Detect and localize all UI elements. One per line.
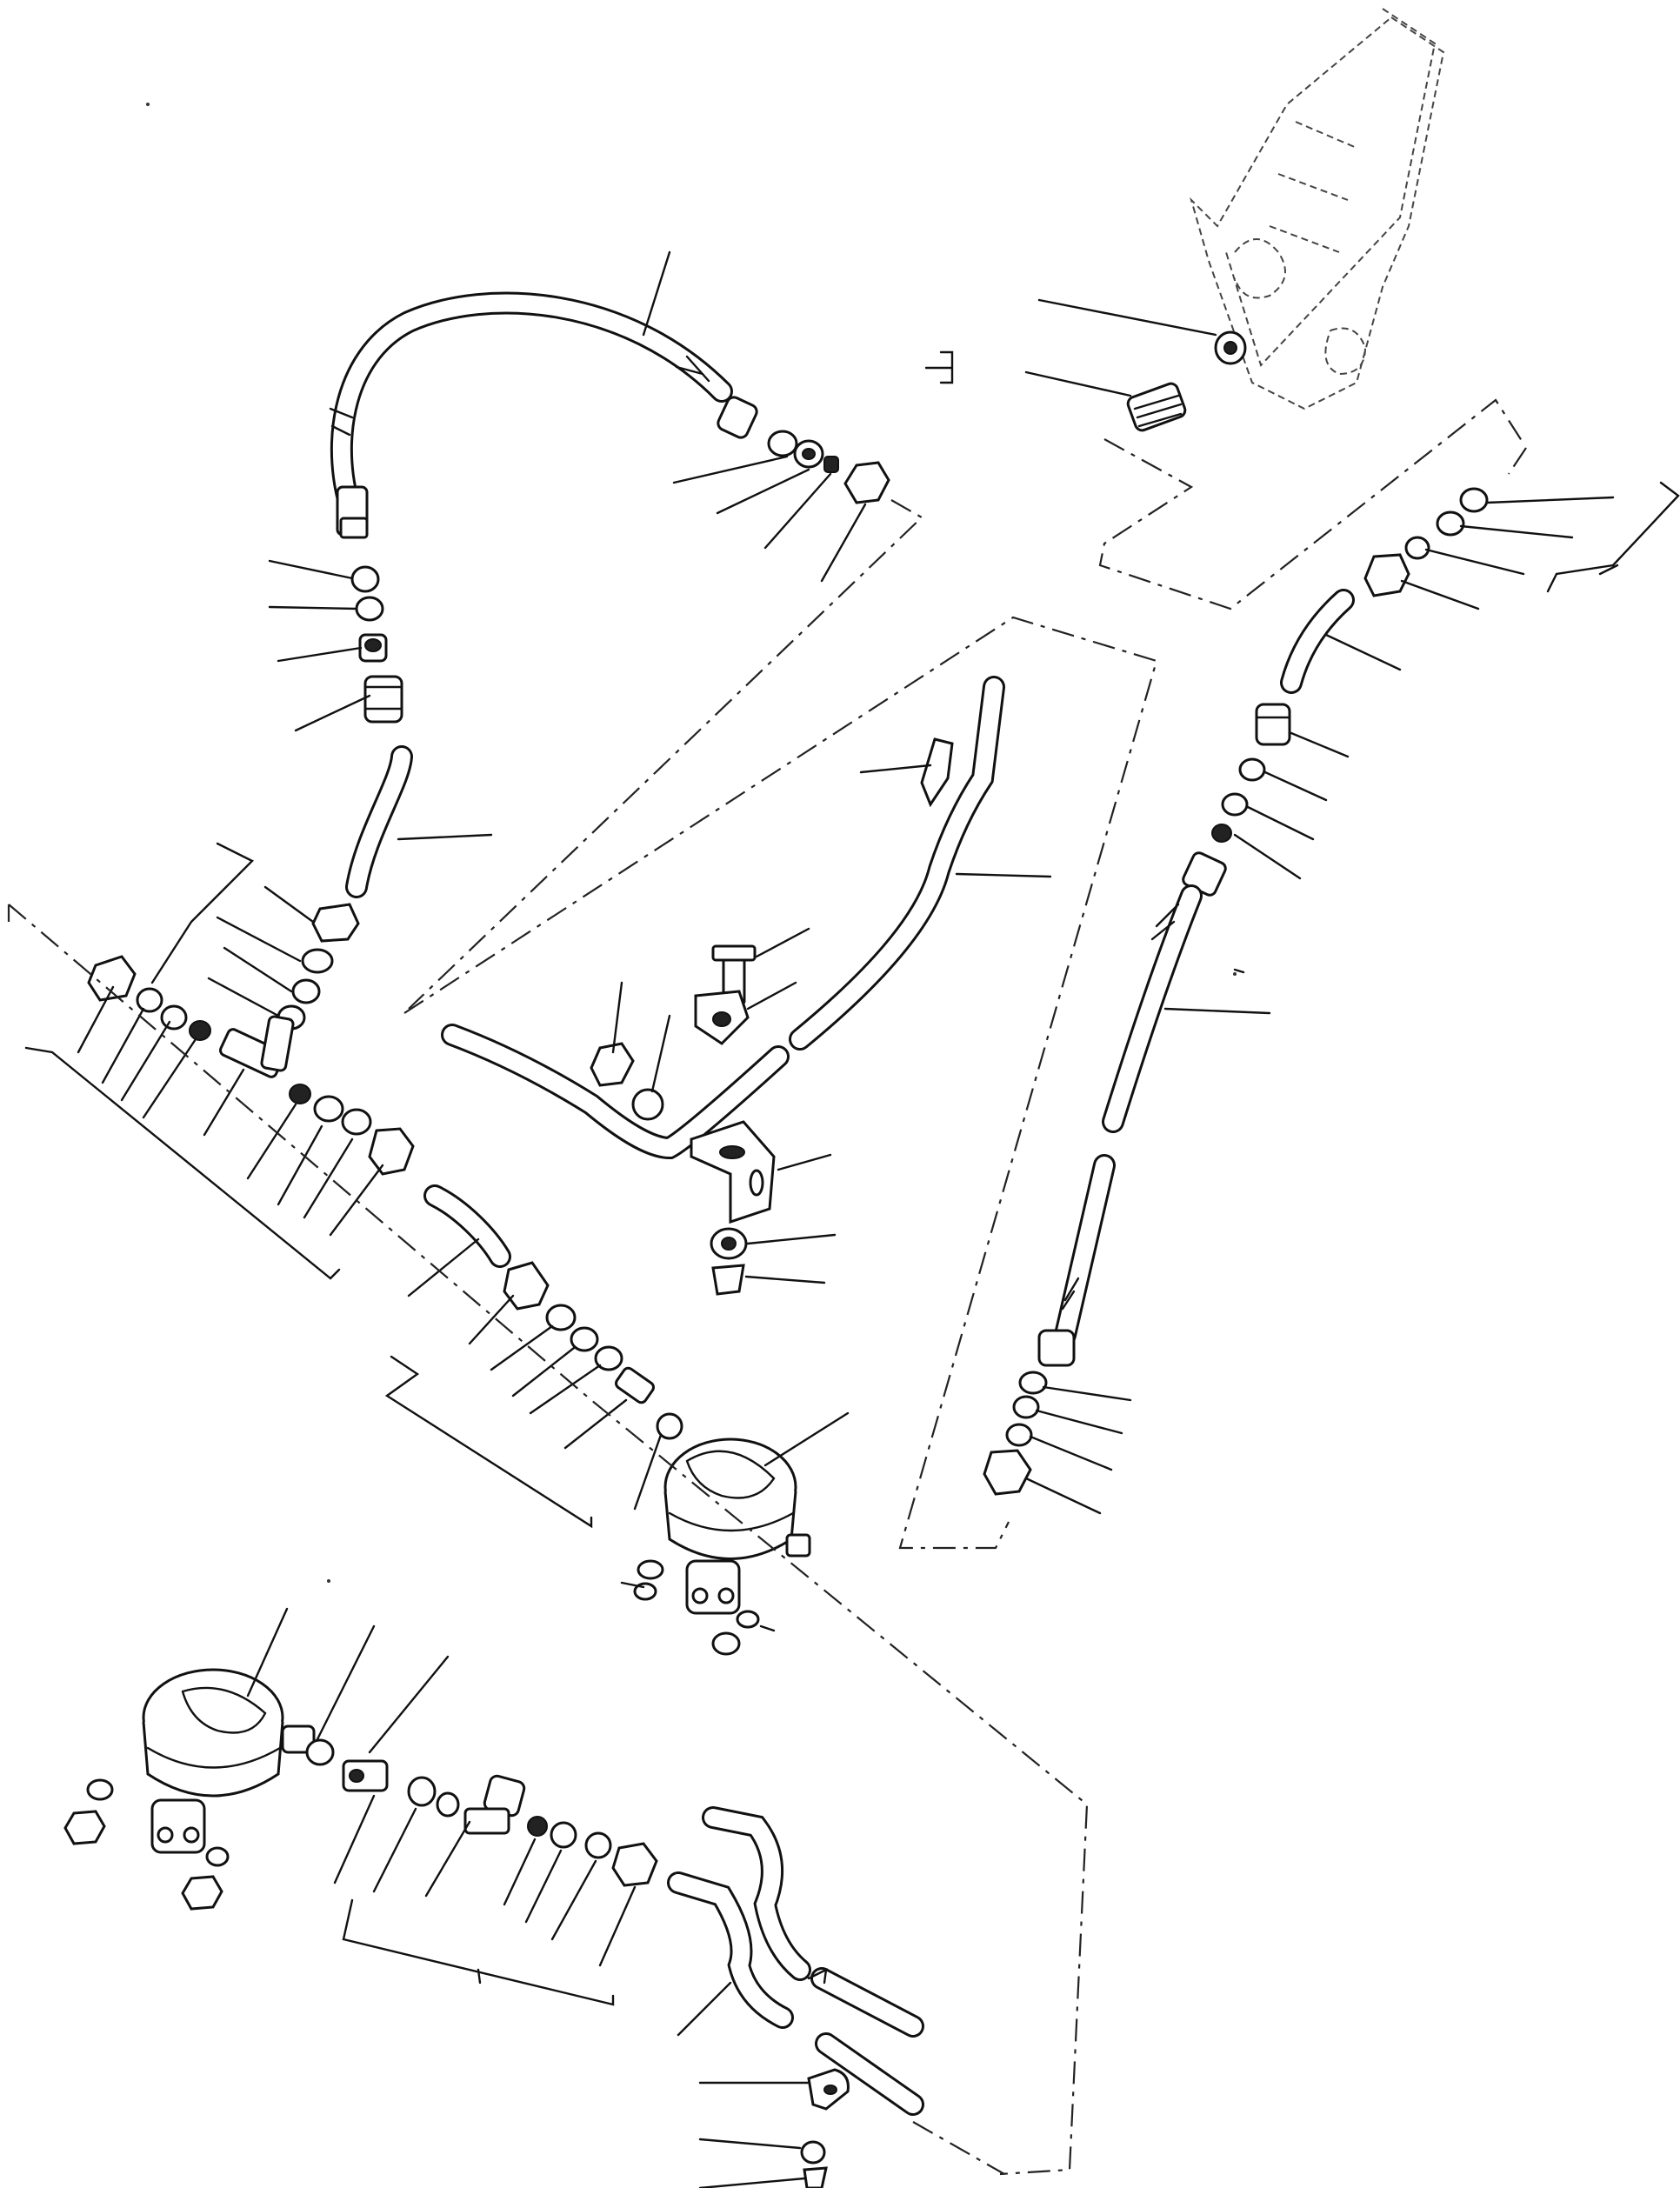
left-vertical-fittings <box>268 559 403 732</box>
right-hose-lower <box>983 1154 1132 1515</box>
arc-hose-end-fittings <box>408 430 923 1010</box>
right-chamber-fittings <box>384 1261 683 1529</box>
left-chamber-fittings <box>305 1738 658 2006</box>
right-vertical-hose <box>1098 398 1680 694</box>
brake-master-cylinder <box>1189 8 1445 410</box>
right-brake-chamber <box>620 1411 850 1656</box>
scan-specks <box>146 103 1237 1583</box>
master-cylinder-fittings <box>924 298 1247 432</box>
upper-brake-hose <box>329 250 758 539</box>
left-short-tube <box>150 745 493 984</box>
lower-clamp-hardware <box>698 2068 1005 2188</box>
lower-brake-tubes <box>667 1806 924 2116</box>
pipe-clamp-hardware <box>590 927 810 1121</box>
angle-bracket <box>690 1120 837 1296</box>
frame-outline <box>7 616 1158 2176</box>
tee-stack-fittings <box>207 885 360 1031</box>
left-brake-chamber <box>63 1607 450 1911</box>
right-hose-mid-fittings <box>1102 703 1350 1133</box>
central-brake-pipe <box>441 676 1052 1160</box>
brake-tee-assembly <box>24 955 415 1280</box>
middle-short-tube <box>407 1184 511 1297</box>
